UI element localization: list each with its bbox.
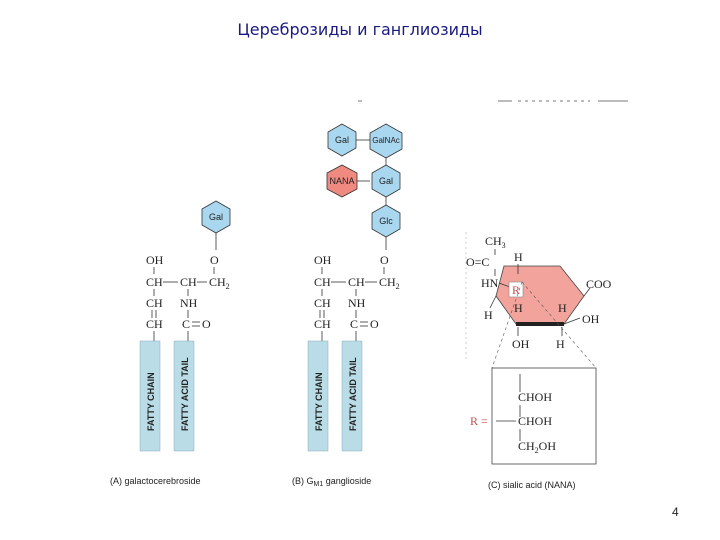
galnac-hexagon-b xyxy=(369,123,403,159)
glc-hexagon-b xyxy=(371,204,401,238)
gal-top-label-b: Gal xyxy=(335,135,349,145)
chem-o2-a: O xyxy=(202,317,211,331)
chem-ch2-a: CH xyxy=(180,275,197,289)
chem-o-b: O xyxy=(380,253,389,267)
chem-c-b: C xyxy=(350,317,358,331)
gal-mid-label-b: Gal xyxy=(379,176,393,186)
gal-label-a: Gal xyxy=(209,212,223,222)
r-group-detail-box xyxy=(491,367,597,465)
r-group-box xyxy=(508,281,524,298)
chem-ch2-b: CH xyxy=(348,275,365,289)
fatty-chain-bar-b xyxy=(307,340,329,452)
chem-h-ring1-c: H xyxy=(514,301,523,315)
chem-choh2-c: CHOH xyxy=(518,414,552,428)
chem-h-bottom-c: H xyxy=(556,337,565,351)
fatty-acid-tail-label-b: FATTY ACID TAIL xyxy=(348,357,358,431)
fatty-acid-tail-bar-a xyxy=(173,340,195,452)
chem-coo-c: COO xyxy=(586,277,612,291)
caption-a: (A) galactocerebroside xyxy=(110,476,201,486)
chem-choh1-c: CHOH xyxy=(518,390,552,404)
chem-ch3-b: CH xyxy=(314,296,331,310)
chem-o2-b: O xyxy=(370,317,379,331)
chem-ch2oh-c: CH2OH xyxy=(518,439,556,455)
chem-nh-b: NH xyxy=(348,296,366,310)
chem-h-top-c: H xyxy=(514,250,523,264)
chem-h-ring2-c: H xyxy=(558,301,567,315)
fatty-acid-tail-label-a: FATTY ACID TAIL xyxy=(180,357,190,431)
chem-o-a: O xyxy=(210,253,219,267)
nana-hexagon-b xyxy=(326,164,358,198)
chem-ch3-c: CH3 xyxy=(485,234,506,250)
fatty-chain-bar-a xyxy=(139,340,161,452)
r-equals-label: R = xyxy=(470,414,488,428)
slide-title: Цереброзиды и ганглиозиды xyxy=(237,20,483,39)
chem-ch4-a: CH xyxy=(146,317,163,331)
panel-c: CH3 O=C HN H R COO H H H OH OH H R = CHO… xyxy=(465,232,612,490)
fatty-chain-label-a: FATTY CHAIN xyxy=(146,372,156,431)
gal-hexagon-mid-b xyxy=(371,164,401,198)
nana-label-b: NANA xyxy=(329,176,354,186)
chem-h-left-c: H xyxy=(484,308,493,322)
panel-b: Gal GalNAc NANA Gal Glc OH O CH CH CH2 C… xyxy=(292,123,403,488)
chem-oc-c: O=C xyxy=(466,255,489,269)
chem-oh-a: OH xyxy=(146,253,164,267)
r-label-c: R xyxy=(512,283,520,297)
panel-a: Gal OH O CH CH CH2 CH NH CH C O FATTY CH… xyxy=(110,200,231,486)
chem-nh-a: NH xyxy=(180,296,198,310)
chem-ch1-b: CH xyxy=(314,275,331,289)
chem-ch4-b: CH xyxy=(314,317,331,331)
glc-label-b: Glc xyxy=(379,216,393,226)
fatty-acid-tail-bar-b xyxy=(341,340,363,452)
chem-ch2-end-a: CH2 xyxy=(209,275,230,291)
page-number: 4 xyxy=(672,505,679,519)
chem-oh-right-c: OH xyxy=(582,312,600,326)
chem-ch3-a: CH xyxy=(146,296,163,310)
chem-oh-b: OH xyxy=(314,253,332,267)
fatty-chain-label-b: FATTY CHAIN xyxy=(314,372,324,431)
chem-c-a: C xyxy=(182,317,190,331)
caption-b: (B) GM1 ganglioside xyxy=(292,476,371,488)
chem-ch2-end-b: CH2 xyxy=(379,275,400,291)
gal-hexagon-top-b xyxy=(327,123,357,157)
galnac-label-b: GalNAc xyxy=(372,136,400,145)
chem-ch1-a: CH xyxy=(146,275,163,289)
chem-oh-bottom-c: OH xyxy=(512,337,530,351)
chem-hn-c: HN xyxy=(481,276,499,290)
caption-c: (C) sialic acid (NANA) xyxy=(488,480,576,490)
